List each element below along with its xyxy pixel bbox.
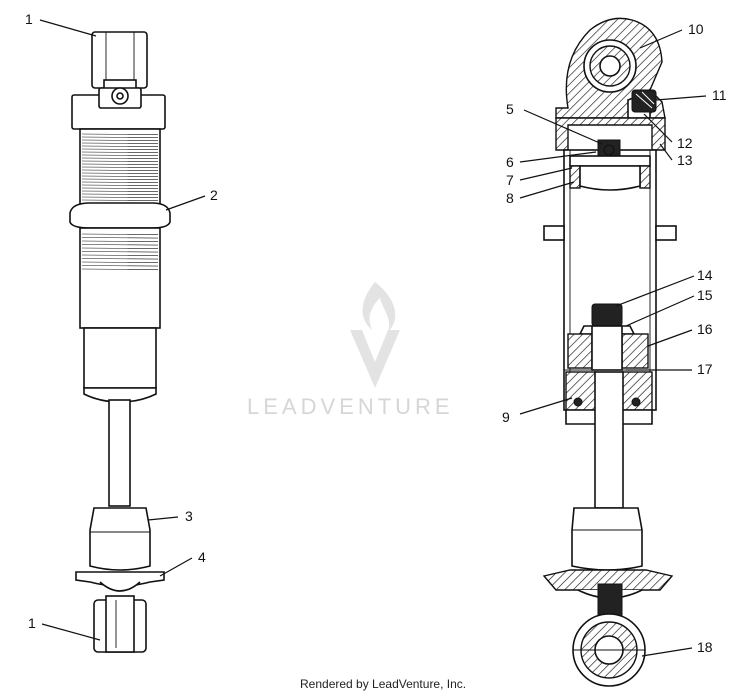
shaft (108, 399, 131, 507)
threaded-body (79, 128, 161, 206)
cutaway-shock-view (542, 17, 677, 687)
cutaway-bumper (571, 507, 643, 571)
cylinder-cap (555, 117, 666, 151)
cutaway-shaft (594, 371, 624, 509)
callout-3: 3 (185, 508, 193, 524)
callout-8: 8 (506, 190, 514, 206)
callout-2: 2 (210, 187, 218, 203)
top-cap (71, 87, 166, 130)
callout-7: 7 (506, 172, 514, 188)
callout-14: 14 (697, 267, 713, 283)
lower-body (79, 227, 161, 403)
adjuster-knob (631, 89, 657, 113)
callout-1-top: 1 (25, 11, 33, 27)
lower-spring-seat (75, 571, 165, 592)
callout-17: 17 (697, 361, 713, 377)
callout-12: 12 (677, 135, 693, 151)
watermark-brand-text: LEADVENTURE (247, 394, 454, 419)
callout-18: 18 (697, 639, 713, 655)
spring-collar (69, 202, 171, 229)
callout-15: 15 (697, 287, 713, 303)
flame-logo-icon (350, 282, 400, 388)
callout-4: 4 (198, 549, 206, 565)
callout-1-bottom: 1 (28, 615, 36, 631)
callout-10: 10 (688, 21, 704, 37)
floating-piston (569, 139, 651, 191)
callout-labels: 1 2 3 4 1 10 11 5 12 6 13 7 8 14 15 16 (25, 11, 727, 657)
lower-eyelet (93, 595, 147, 653)
bushing-stem (597, 583, 623, 619)
exterior-shock-view (69, 31, 171, 653)
callout-5: 5 (506, 101, 514, 117)
thread-lines (81, 133, 159, 201)
callout-11: 11 (712, 87, 727, 103)
callout-9: 9 (502, 409, 510, 425)
callout-6: 6 (506, 154, 514, 170)
main-piston (564, 325, 656, 371)
leadventure-watermark: LEADVENTURE (247, 282, 454, 419)
thread-lines-lower (81, 233, 159, 270)
lower-eyelet-bushing (572, 613, 646, 687)
callout-13: 13 (677, 152, 693, 168)
footer-credit: Rendered by LeadVenture, Inc. (300, 677, 466, 691)
callout-16: 16 (697, 321, 713, 337)
bumper (89, 507, 151, 571)
